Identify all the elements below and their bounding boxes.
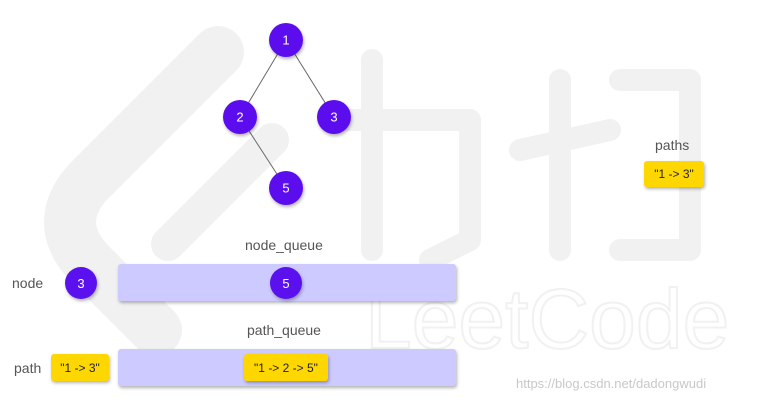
node-queue-label: node_queue — [245, 237, 323, 253]
tree-node-label: 5 — [282, 181, 289, 196]
current-node-circle: 3 — [65, 267, 97, 299]
path-queue-item: "1 -> 2 -> 5" — [244, 354, 328, 381]
paths-item: "1 -> 3" — [644, 161, 704, 187]
tree-node-5: 5 — [269, 171, 303, 205]
current-node-label: node — [12, 275, 44, 291]
current-path-chip: "1 -> 3" — [51, 354, 109, 381]
tree-node-circle — [317, 100, 351, 134]
current-path-label: path — [14, 360, 42, 376]
path-queue-label: path_queue — [247, 322, 321, 338]
tree-node-3: 3 — [317, 100, 351, 134]
node-queue-item: 5 — [270, 267, 302, 299]
tree-node-label: 1 — [282, 33, 289, 48]
tree-node-circle — [269, 23, 303, 57]
tree-node-label: 2 — [236, 110, 243, 125]
tree-node-2: 2 — [223, 100, 257, 134]
tree-node-label: 3 — [330, 110, 337, 125]
tree-node-1: 1 — [269, 23, 303, 57]
watermark-credit-url: https://blog.csdn.net/dadongwudi — [516, 376, 707, 391]
tree-node-circle — [223, 100, 257, 134]
tree-node-circle — [269, 171, 303, 205]
paths-label: paths — [655, 137, 690, 153]
tree-nodes: 1 2 3 5 — [223, 23, 351, 205]
